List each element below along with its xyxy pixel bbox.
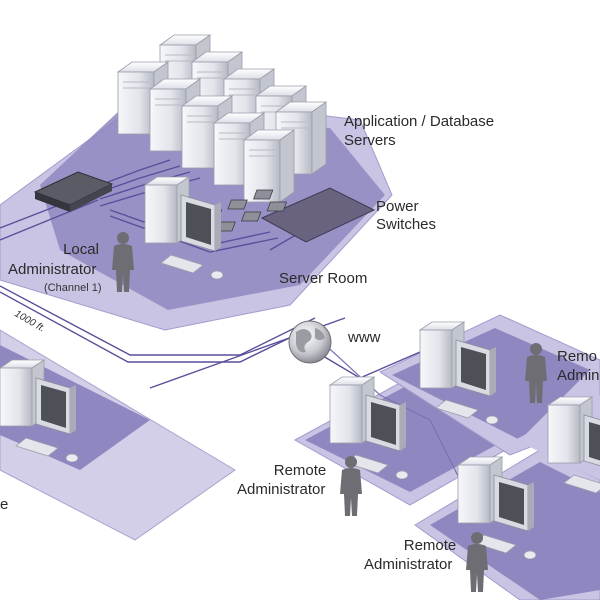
local-admin-channel-label: (Channel 1) bbox=[44, 282, 102, 294]
local-admin-label-line2: Administrator bbox=[8, 261, 97, 278]
left-edge-label-fragment: e bbox=[0, 496, 9, 513]
remote-admin-bottom-label-line1: Remote bbox=[403, 537, 457, 554]
remote-admin-middle-label-line1: Remote bbox=[273, 462, 327, 479]
server-room-label: Server Room bbox=[279, 270, 368, 287]
power-switches-label-line2: Switches bbox=[376, 216, 437, 233]
app-servers-label-line2: Servers bbox=[344, 132, 396, 149]
local-admin-label-line1: Local bbox=[63, 241, 99, 258]
app-servers-label-line1: Application / Database bbox=[344, 113, 495, 130]
kvm-switch bbox=[33, 171, 114, 212]
remote-platform-c-inner bbox=[430, 462, 600, 600]
remote-admin-top-right-label-line2: Admin bbox=[557, 367, 600, 384]
remote-admin-top-right-label-line1: Remo bbox=[557, 348, 598, 365]
remote-admin-bottom-label-line2: Administrator bbox=[364, 556, 453, 573]
www-label: www bbox=[348, 329, 381, 346]
remote-admin-middle-label-line2: Administrator bbox=[237, 481, 326, 498]
globe-icon bbox=[288, 320, 332, 364]
power-switches-label-line1: Power bbox=[376, 198, 419, 215]
